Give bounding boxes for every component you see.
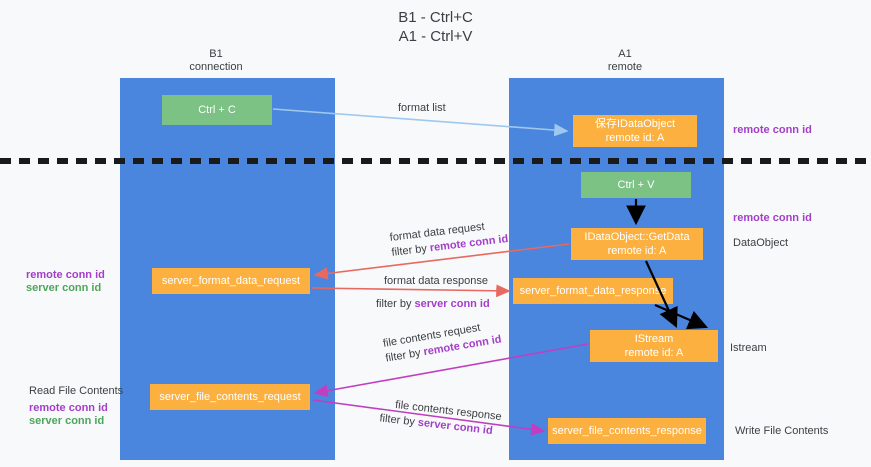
- edge-format-data-response-filter-value: server conn id: [414, 298, 490, 310]
- annot-read-file-contents: Read File Contents: [29, 385, 124, 397]
- annot-istream: Istream: [730, 342, 767, 354]
- annot-dataobject: DataObject: [733, 237, 789, 249]
- page-title: B1 - Ctrl+C A1 - Ctrl+V: [398, 9, 473, 45]
- server-file-contents-response-box[interactable]: server_file_contents_response: [548, 418, 706, 444]
- edge-file-contents-response-filter-prefix: filter by: [378, 412, 419, 429]
- annot-remote-conn-id-middle: remote conn id: [733, 212, 812, 224]
- edge-format-list-line1: format list: [398, 102, 446, 114]
- edge-file-contents-request-label: file contents request filter by remote c…: [382, 318, 503, 367]
- server-format-data-request-box[interactable]: server_format_data_request: [152, 268, 310, 294]
- annot-left-remote-conn-id: remote conn id: [26, 269, 105, 281]
- edge-format-data-response-line1: format data response: [384, 275, 488, 287]
- edge-format-data-request-label: format data request filter by remote con…: [389, 217, 509, 261]
- edge-format-list-label: format list: [398, 101, 446, 116]
- right-column-header: A1 remote: [607, 48, 643, 73]
- server-format-data-response-box[interactable]: server_format_data_response: [513, 278, 673, 304]
- annot-remote-conn-id-top: remote conn id: [733, 124, 812, 136]
- annot-left-server-conn-id-2: server conn id: [29, 415, 105, 427]
- annot-left-remote-conn-id-2: remote conn id: [29, 402, 108, 414]
- istream-box[interactable]: IStream remote id: A: [590, 330, 718, 362]
- left-column-header: B1 connection: [189, 48, 243, 73]
- annot-left-server-conn-id: server conn id: [26, 282, 102, 294]
- ctrl-c-box[interactable]: Ctrl + C: [162, 95, 272, 125]
- ctrl-v-box[interactable]: Ctrl + V: [581, 172, 691, 198]
- idataobject-getdata-box[interactable]: IDataObject::GetData remote id: A: [571, 228, 703, 260]
- save-idataobject-box[interactable]: 保存IDataObject remote id: A: [573, 115, 697, 147]
- edge-format-data-response-line2: filter by server conn id: [376, 297, 490, 312]
- annot-write-file-contents: Write File Contents: [735, 425, 829, 437]
- edge-format-data-response-filter-prefix: filter by: [376, 298, 415, 310]
- edge-file-contents-response-label: file contents response filter by server …: [379, 398, 503, 440]
- server-file-contents-request-box[interactable]: server_file_contents_request: [150, 384, 310, 410]
- edge-format-data-request-filter-prefix: filter by: [390, 242, 431, 259]
- edge-format-data-response-label: format data response filter by server co…: [376, 274, 490, 312]
